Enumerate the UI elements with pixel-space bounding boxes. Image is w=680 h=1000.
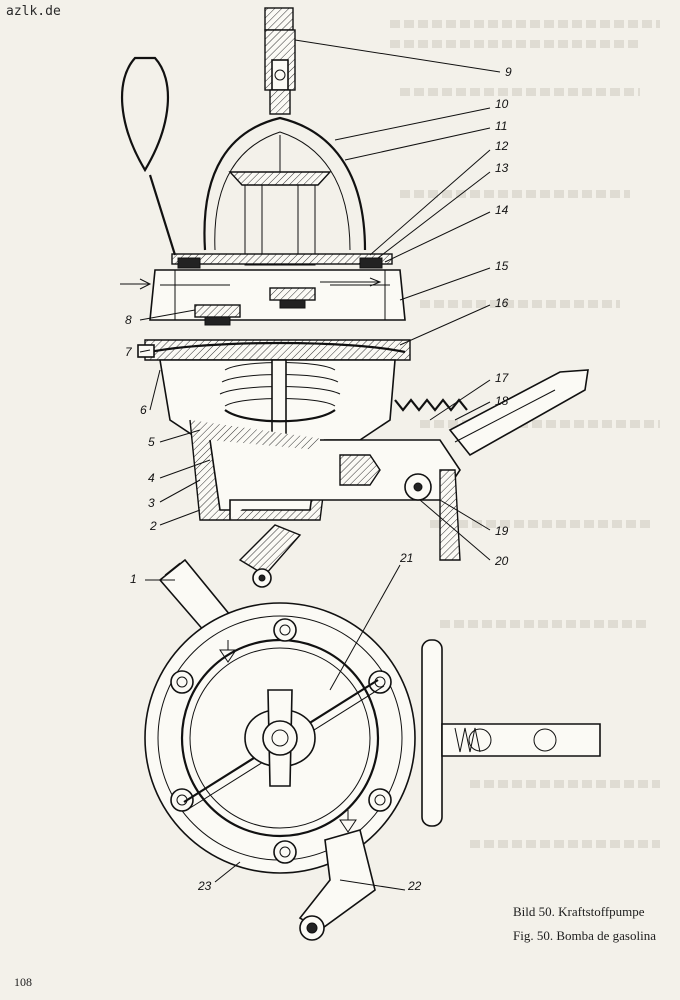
label-21: 21 [399,551,413,565]
label-8: 8 [125,313,132,327]
leader-lines [139,39,501,891]
label-4: 4 [148,471,155,485]
label-5: 5 [148,435,155,449]
label-19: 19 [495,524,509,538]
top-view [144,558,601,941]
section-view [120,7,589,588]
label-15: 15 [495,259,509,273]
bleed-text [420,300,620,308]
label-20: 20 [494,554,509,568]
page-number: 108 [14,975,32,989]
watermark: azlk.de [6,4,61,19]
caption-spanish: Fig. 50. Bomba de gasolina [513,928,656,943]
label-16: 16 [495,296,509,310]
label-11: 11 [495,119,507,133]
label-6: 6 [140,403,147,417]
label-10: 10 [495,97,509,111]
label-7: 7 [125,345,133,359]
label-12: 12 [495,139,509,153]
label-3: 3 [148,496,155,510]
label-9: 9 [505,65,512,79]
bleed-text [400,190,630,198]
bleed-text [430,520,650,528]
bleed-text [420,420,660,428]
label-18: 18 [495,394,509,408]
label-17: 17 [495,371,510,385]
label-23: 23 [197,879,212,893]
bleed-text [400,88,640,96]
label-2: 2 [149,519,157,533]
bleed-text [440,620,650,628]
bleed-text [390,20,660,28]
bleed-text [390,40,640,48]
label-1: 1 [130,572,137,586]
label-14: 14 [495,203,509,217]
label-13: 13 [495,161,509,175]
part-labels: 9 10 11 12 13 14 15 16 17 18 19 20 21 22… [125,65,512,893]
bleed-text [470,780,660,788]
label-22: 22 [407,879,422,893]
bleed-text [470,840,660,848]
caption-german: Bild 50. Kraftstoffpumpe [513,904,645,919]
